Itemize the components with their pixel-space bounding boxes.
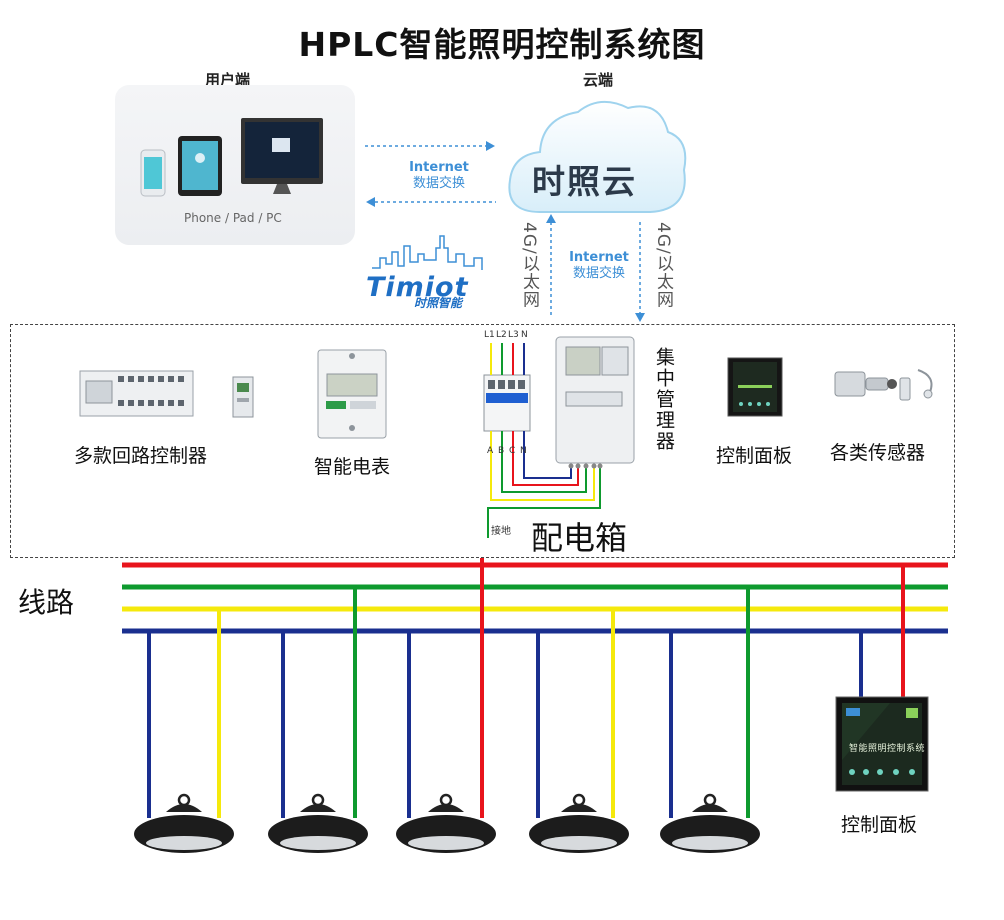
exchange-label-vertical: Internet 数据交换	[569, 250, 629, 281]
breaker-bottom-label-n: N	[520, 446, 527, 456]
breaker-top-label-l2: L2	[496, 330, 507, 340]
devices-caption: Phone / Pad / PC	[184, 211, 282, 225]
multi-controller-label: 多款回路控制器	[74, 445, 208, 467]
high-bay-lamp-icon	[529, 793, 629, 853]
concentrator-label: 集中管理器	[653, 347, 675, 452]
distribution-box-frame	[10, 324, 955, 558]
brand-logo-subtitle: 时照智能	[414, 296, 463, 310]
panel-screen-title: 智能照明控制系统	[849, 744, 926, 754]
user-side-label: 用户端	[205, 71, 251, 89]
breaker-top-label-l3: L3	[508, 330, 519, 340]
arrow-right-icon	[486, 141, 495, 151]
ground-label: 接地	[491, 526, 511, 537]
brand-logo-name: Timiot	[366, 272, 469, 303]
breaker-bottom-label-c: C	[509, 446, 516, 456]
uplink-label-left: 4G/以太网	[519, 222, 539, 309]
arrow-left-icon	[366, 197, 375, 207]
uplink-label-right: 4G/以太网	[653, 222, 673, 309]
high-bay-lamp-icon	[134, 793, 234, 853]
cloud-name: 时照云	[532, 162, 637, 201]
high-bay-lamp-icon	[396, 793, 496, 853]
breaker-top-label-l1: L1	[484, 330, 495, 340]
sensors-label: 各类传感器	[830, 442, 926, 464]
cloud-side-label: 云端	[583, 71, 614, 89]
arrow-down-icon	[635, 313, 645, 322]
breaker-bottom-label-b: B	[498, 446, 505, 456]
high-bay-lamp-icon	[660, 793, 760, 853]
arrow-up-icon	[546, 214, 556, 223]
high-bay-lamp-icon	[268, 793, 368, 853]
diagram-title: HPLC智能照明控制系统图	[298, 25, 706, 64]
breaker-top-label-n: N	[521, 330, 528, 340]
control-panel-label: 控制面板	[716, 445, 793, 467]
lines-label: 线路	[18, 586, 75, 619]
smart-meter-label: 智能电表	[314, 456, 391, 478]
exchange-label-top: Internet 数据交换	[409, 160, 469, 191]
bottom-control-panel-label: 控制面板	[841, 814, 918, 836]
distribution-box-label: 配电箱	[531, 519, 628, 557]
breaker-bottom-label-a: A	[487, 446, 494, 456]
skyline-icon	[372, 235, 483, 270]
